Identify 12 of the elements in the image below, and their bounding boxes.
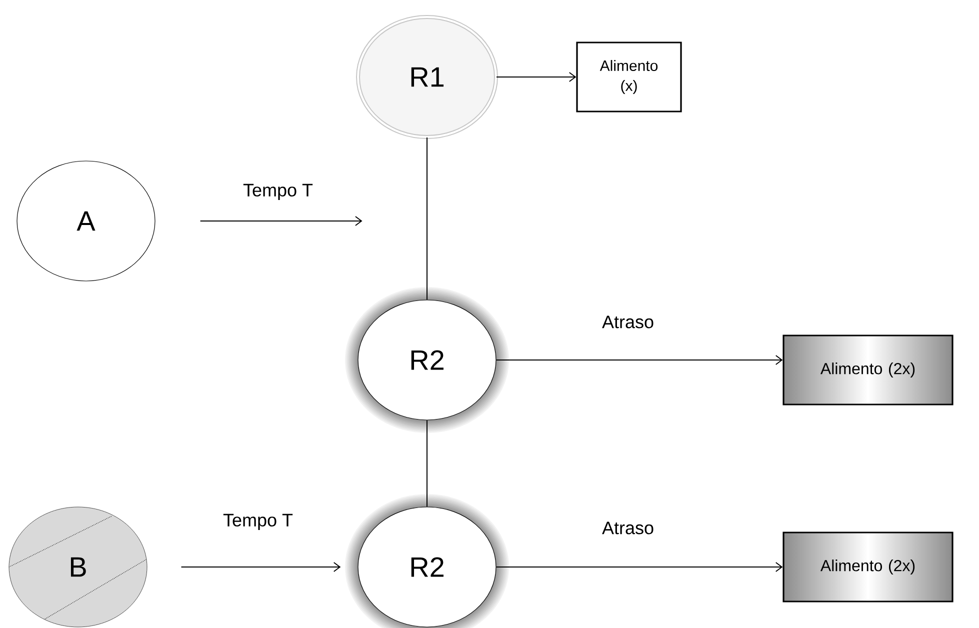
output-box: Alimento (2x) — [782, 532, 954, 602]
arrow — [200, 216, 362, 226]
edge-label: Tempo T — [242, 182, 314, 202]
edge-label: Tempo T — [222, 512, 294, 532]
edge-label: Atraso — [601, 520, 656, 536]
output-box: Alimento (2x) — [782, 334, 954, 406]
arrow — [180, 562, 341, 572]
arrow — [496, 72, 576, 82]
output-box: Alimento (x) — [576, 42, 682, 112]
arrow — [496, 355, 783, 365]
edge-label: Atraso — [601, 314, 656, 330]
arrow — [496, 562, 783, 572]
